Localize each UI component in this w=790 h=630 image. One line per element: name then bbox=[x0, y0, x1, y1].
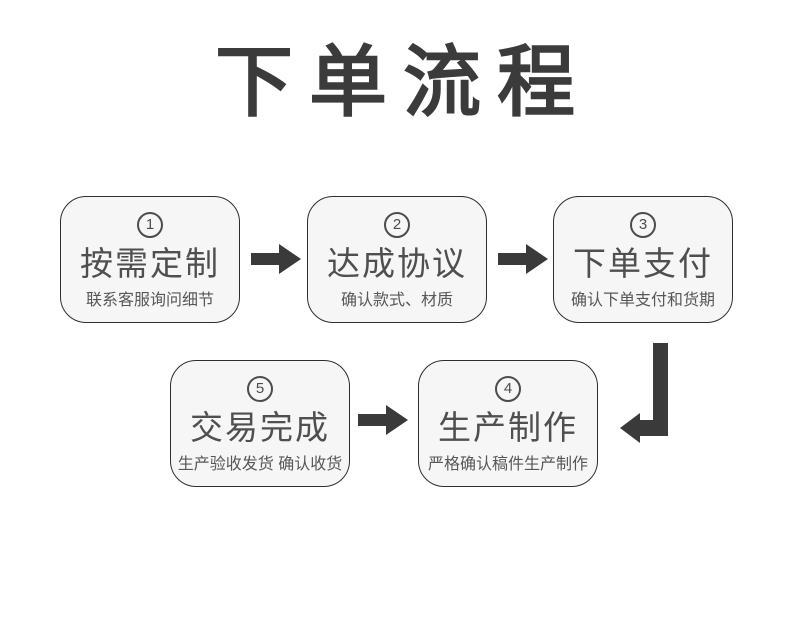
step-box-3: 3 下单支付 确认下单支付和货期 bbox=[553, 196, 733, 323]
arrow-down-left-icon bbox=[620, 343, 668, 443]
step-subtitle: 确认款式、材质 bbox=[340, 291, 453, 309]
step-subtitle: 生产验收发货 确认收货 bbox=[177, 455, 343, 473]
step-number-badge: 1 bbox=[137, 211, 163, 238]
page-title: 下单流程 bbox=[214, 38, 591, 126]
arrow-right-icon bbox=[358, 405, 408, 435]
step-number-badge: 3 bbox=[630, 211, 656, 238]
step-title: 生产制作 bbox=[438, 408, 578, 446]
step-subtitle: 严格确认稿件生产制作 bbox=[427, 455, 588, 473]
step-box-2: 2 达成协议 确认款式、材质 bbox=[307, 196, 487, 323]
step-title: 交易完成 bbox=[190, 408, 330, 446]
step-title: 下单支付 bbox=[573, 244, 713, 282]
arrow-right-icon bbox=[251, 244, 301, 274]
arrow-right-icon bbox=[498, 244, 548, 274]
step-box-4: 4 生产制作 严格确认稿件生产制作 bbox=[418, 360, 598, 487]
step-number-badge: 5 bbox=[247, 375, 273, 402]
step-box-1: 1 按需定制 联系客服询问细节 bbox=[60, 196, 240, 323]
step-number-badge: 4 bbox=[495, 375, 521, 402]
step-title: 达成协议 bbox=[327, 244, 467, 282]
step-subtitle: 联系客服询问细节 bbox=[85, 291, 214, 309]
step-subtitle: 确认下单支付和货期 bbox=[570, 291, 715, 309]
step-title: 按需定制 bbox=[80, 244, 220, 282]
step-box-5: 5 交易完成 生产验收发货 确认收货 bbox=[170, 360, 350, 487]
step-number-badge: 2 bbox=[384, 211, 410, 238]
